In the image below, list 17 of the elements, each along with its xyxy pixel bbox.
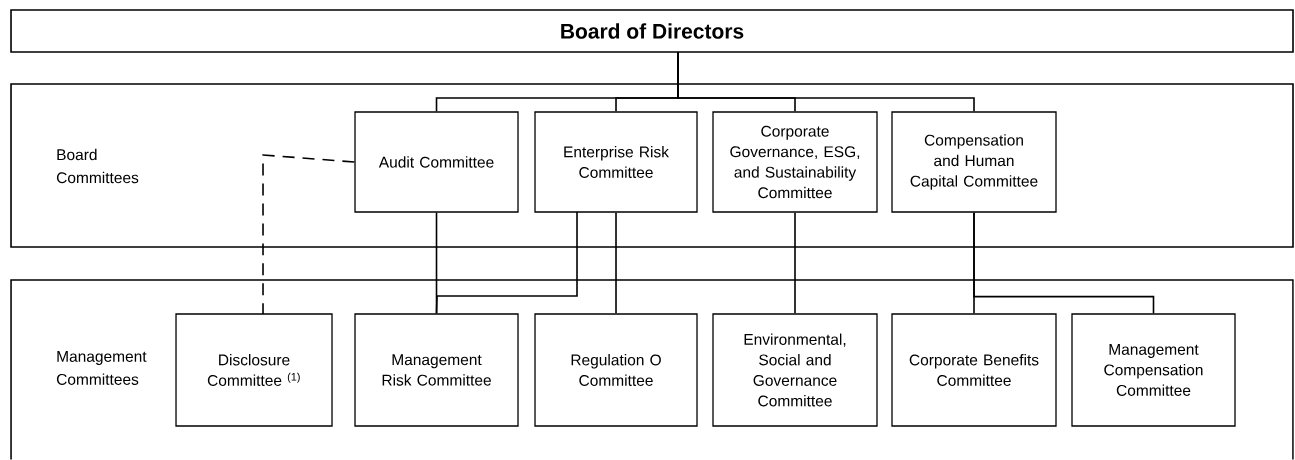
committee-box: Enterprise Risk Committee bbox=[534, 111, 698, 213]
title-box: Board of Directors bbox=[10, 9, 1294, 53]
committee-box: Management Risk Committee bbox=[354, 313, 519, 427]
committee-box: Management Compensation Committee bbox=[1071, 313, 1236, 427]
connector-line bbox=[794, 211, 796, 315]
connector-line bbox=[973, 211, 1155, 315]
committee-box: Environmental, Social and Governance Committee bbox=[712, 313, 878, 427]
connector-line bbox=[262, 154, 356, 315]
connector-line bbox=[677, 51, 975, 113]
connector-line bbox=[615, 211, 617, 315]
committee-box: Audit Committee bbox=[354, 111, 519, 213]
committee-box: Corporate Governance, ESG, and Sustainability Committee bbox=[712, 111, 878, 213]
committee-box: Disclosure Committee $^{(1)}$ bbox=[175, 313, 333, 427]
committee-box: Corporate Benefits Committee bbox=[891, 313, 1057, 427]
committee-box: Regulation O Committee bbox=[534, 313, 698, 427]
connector-line bbox=[435, 211, 578, 315]
committee-box: Compensation and Human Capital Committee bbox=[891, 111, 1057, 213]
